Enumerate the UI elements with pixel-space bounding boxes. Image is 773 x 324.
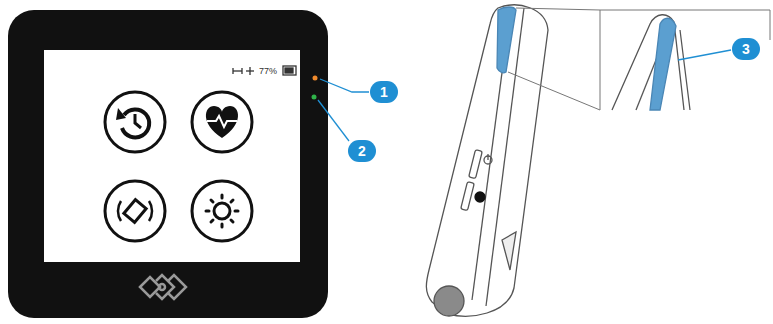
front-device xyxy=(8,10,328,318)
leader-line xyxy=(678,50,731,60)
zoomed-strip xyxy=(612,15,690,110)
battery-percent: 77% xyxy=(259,66,277,76)
leader-line xyxy=(318,79,369,141)
callout-number: 1 xyxy=(370,81,398,103)
side-device xyxy=(426,5,548,316)
callout-number: 2 xyxy=(348,140,376,162)
callout-number: 3 xyxy=(732,38,760,60)
zoom-lines xyxy=(508,8,770,110)
